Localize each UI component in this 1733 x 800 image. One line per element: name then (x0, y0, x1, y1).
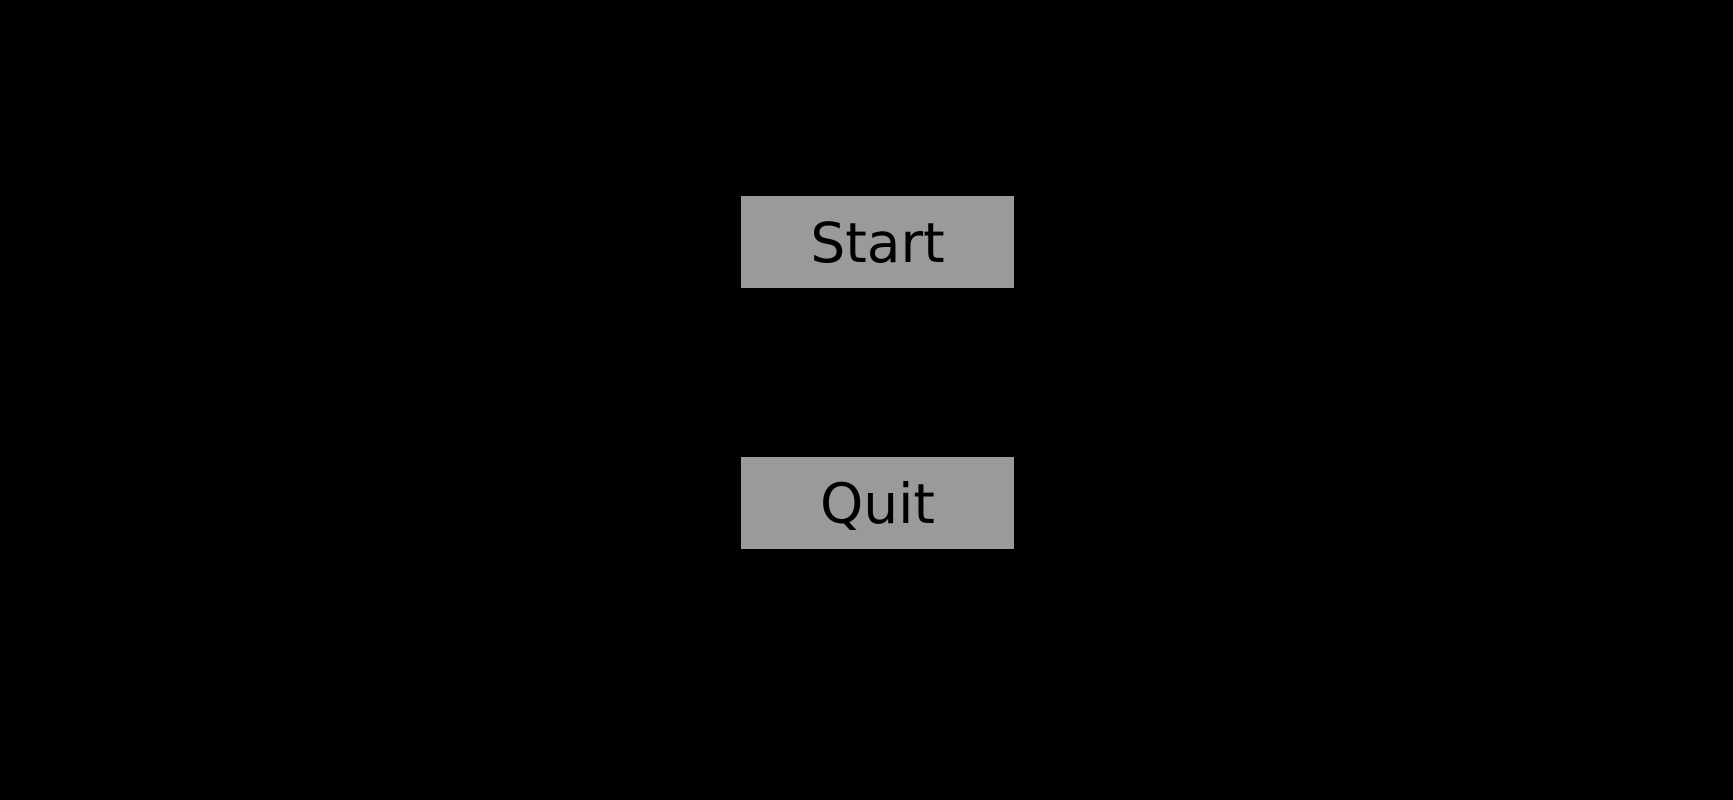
start-button[interactable]: Start (741, 196, 1014, 288)
quit-button[interactable]: Quit (741, 457, 1014, 549)
start-button-label: Start (810, 210, 945, 275)
quit-button-label: Quit (820, 471, 935, 536)
